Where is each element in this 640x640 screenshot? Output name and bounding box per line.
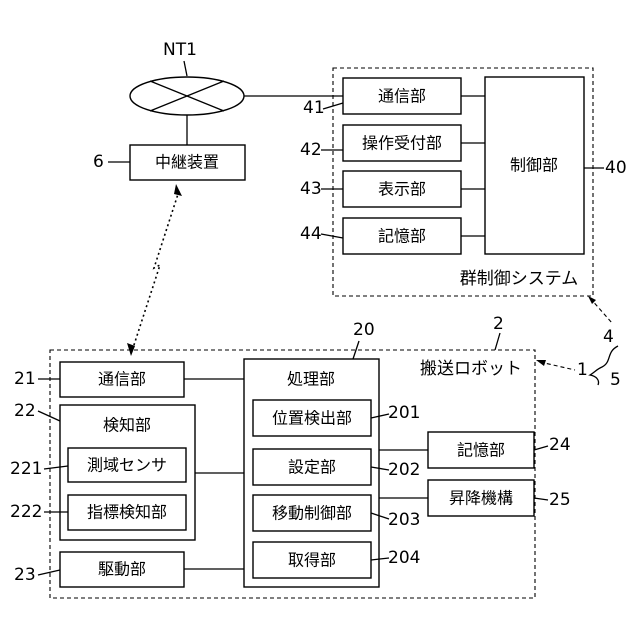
group-display-ref: 43 [300,179,322,199]
position-ref: 201 [388,403,420,423]
detection-ref: 22 [14,401,36,421]
movement-ref: 203 [388,510,420,530]
robot-comm-ref: 21 [14,369,36,389]
robot-label: 搬送ロボット [420,359,522,379]
robot-storage-leader [534,446,548,450]
sensor-label: 測域センサ [87,456,167,475]
robot-ref-leader [495,333,500,350]
drive-leader [38,570,60,575]
sensor-ref: 221 [10,459,42,479]
drive-ref: 23 [14,565,36,585]
group-control-system-label: 群制御システム [460,269,579,289]
detection-label: 検知部 [103,416,151,435]
group-control-ref-number: 4 [603,327,614,347]
marker-ref: 222 [10,502,42,522]
processing-label: 処理部 [287,370,335,389]
acquisition-label: 取得部 [288,551,336,570]
wireless-arrow-top [174,184,182,196]
group-control-ref: 40 [605,158,627,178]
lift-leader [534,498,548,500]
relay-label: 中継装置 [155,153,219,172]
robot-comm-label: 通信部 [98,370,146,389]
acquisition-ref: 204 [388,548,420,568]
robot-ref: 2 [493,314,504,334]
position-label: 位置検出部 [272,409,352,428]
group-storage-leader [321,234,343,238]
group-storage-ref: 44 [300,224,322,244]
network-leader [184,61,187,76]
group-operation-ref: 42 [300,140,322,160]
setting-ref: 202 [388,460,420,480]
group-comm-label: 通信部 [378,87,426,106]
wireless-link [133,191,179,348]
system-brace-ref: 5 [610,370,621,390]
network-label: NT1 [163,40,197,60]
detection-leader [38,411,60,421]
lift-ref: 25 [549,490,571,510]
robot-storage-label: 記憶部 [457,441,505,460]
group-operation-label: 操作受付部 [362,134,442,153]
system-ref: 1 [577,360,588,380]
setting-label: 設定部 [288,458,336,477]
drive-label: 駆動部 [98,560,146,579]
system-ref-arrow [536,360,546,366]
group-ref-arrow [588,296,596,304]
group-control-label: 制御部 [510,156,558,175]
group-comm-ref: 41 [303,98,325,118]
movement-label: 移動制御部 [272,504,352,523]
robot-storage-ref: 24 [549,435,571,455]
group-storage-label: 記憶部 [378,227,426,246]
relay-ref: 6 [93,152,104,172]
lift-label: 昇降機構 [449,489,513,508]
marker-label: 指標検知部 [87,503,167,522]
processing-ref: 20 [353,320,375,340]
system-ref-leader [540,362,575,370]
group-display-label: 表示部 [378,180,426,199]
